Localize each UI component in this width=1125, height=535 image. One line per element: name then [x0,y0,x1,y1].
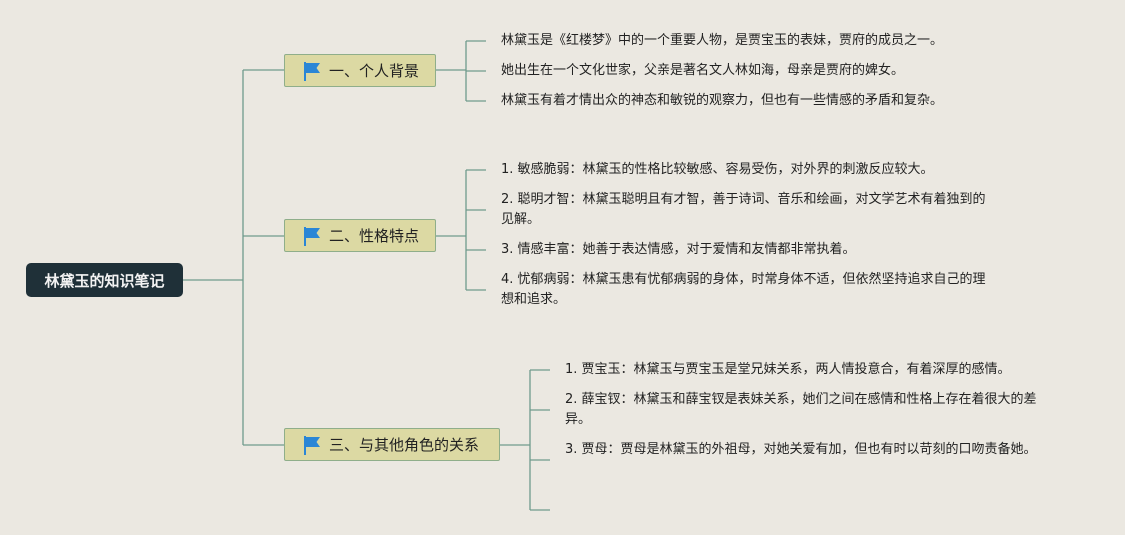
leaf-item[interactable]: 3. 情感丰富：她善于表达情感，对于爱情和友情都非常执着。 [501,242,856,257]
leaf-item[interactable]: 2. 薛宝钗：林黛玉和薛宝钗是表妹关系，她们之间在感情和性格上存在着很大的差异。 [565,392,1037,427]
topic-label: 三、与其他角色的关系 [329,436,480,454]
root-node[interactable]: 林黛玉的知识笔记 [26,263,183,297]
topic-personal-background[interactable]: 一、个人背景 [284,54,436,87]
leaf-item[interactable]: 2. 聪明才智：林黛玉聪明且有才智，善于诗词、音乐和绘画，对文学艺术有着独到的见… [501,192,986,227]
topic-label: 一、个人背景 [329,62,420,80]
topic-relationships[interactable]: 三、与其他角色的关系 [284,428,500,461]
leaf-item[interactable]: 3. 贾母：贾母是林黛玉的外祖母，对她关爱有加，但也有时以苛刻的口吻责备她。 [565,442,1037,457]
blue-flag-icon [304,226,320,246]
blue-flag-icon [304,435,320,455]
topic-personality[interactable]: 二、性格特点 [284,219,436,252]
leaf-item[interactable]: 1. 贾宝玉：林黛玉与贾宝玉是堂兄妹关系，两人情投意合，有着深厚的感情。 [565,362,1011,377]
root-label: 林黛玉的知识笔记 [44,271,165,290]
blue-flag-icon [304,61,320,81]
leaf-item[interactable]: 林黛玉是《红楼梦》中的一个重要人物，是贾宝玉的表妹，贾府的成员之一。 [501,33,944,48]
leaf-item[interactable]: 林黛玉有着才情出众的神态和敏锐的观察力，但也有一些情感的矛盾和复杂。 [501,93,944,108]
leaf-item[interactable]: 她出生在一个文化世家，父亲是著名文人林如海，母亲是贾府的婢女。 [501,63,905,78]
leaf-item[interactable]: 4. 忧郁病弱：林黛玉患有忧郁病弱的身体，时常身体不适，但依然坚持追求自己的理想… [501,272,986,307]
topic-label: 二、性格特点 [329,227,420,245]
leaf-item[interactable]: 1. 敏感脆弱：林黛玉的性格比较敏感、容易受伤，对外界的刺激反应较大。 [501,162,934,177]
